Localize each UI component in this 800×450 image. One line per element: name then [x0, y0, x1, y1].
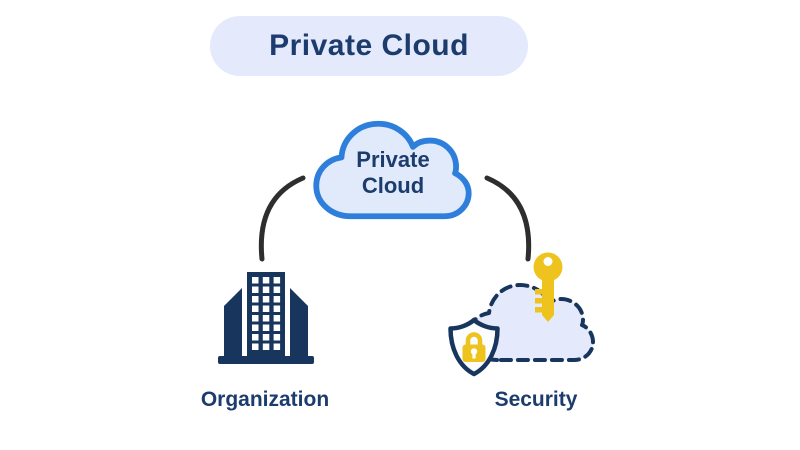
cloud-shape: [313, 120, 472, 220]
title-pill: Private Cloud: [210, 16, 528, 76]
building-tower: [247, 272, 285, 356]
center-cloud-node: Private Cloud: [311, 114, 475, 226]
organization-label: Organization: [200, 388, 330, 411]
connector-arc-right: [484, 175, 532, 262]
shield-icon: [448, 317, 500, 377]
security-label: Security: [494, 388, 578, 411]
page-title: Private Cloud: [269, 29, 469, 62]
secure-cloud-icon: [448, 252, 595, 377]
center-cloud-label: Private Cloud: [356, 146, 430, 198]
building-right-wing: [290, 288, 308, 356]
building-base: [218, 356, 314, 364]
connector-arc-left: [258, 175, 306, 262]
lock-icon: [462, 332, 486, 362]
cloud-icon: [313, 120, 472, 220]
key-icon: [533, 252, 563, 322]
building-windows: [252, 277, 281, 350]
building-icon: [218, 272, 314, 364]
building-left-wing: [224, 288, 242, 356]
